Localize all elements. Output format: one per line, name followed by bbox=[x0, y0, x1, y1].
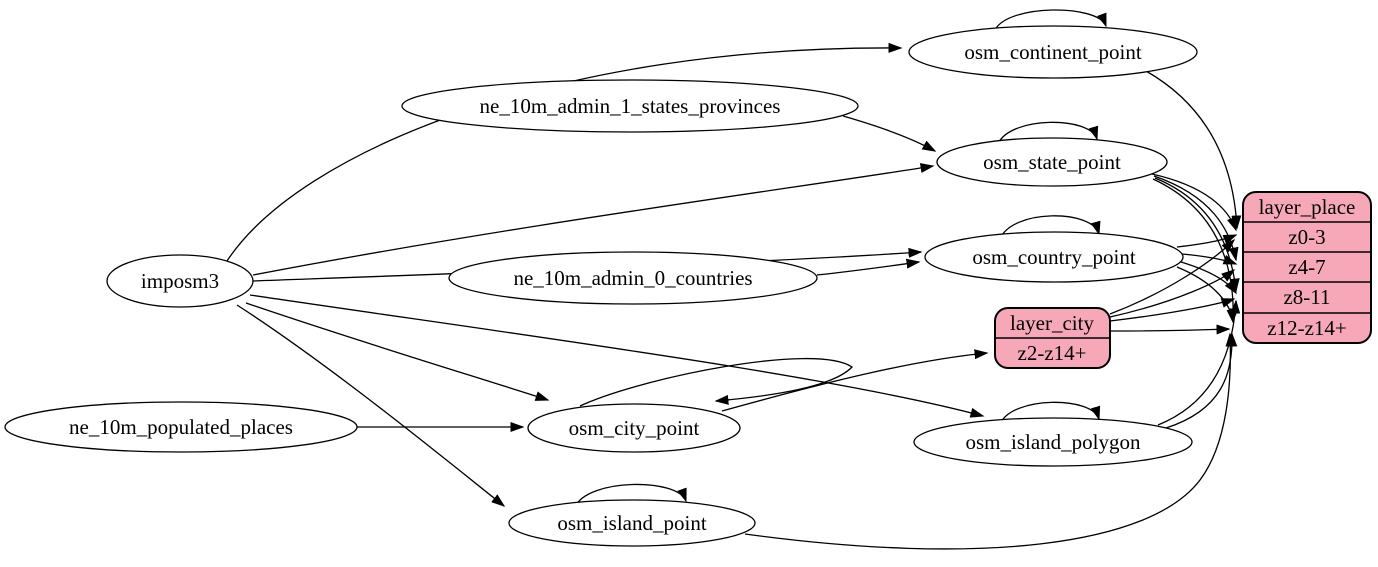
node-ne_10m_admin_0_countries: ne_10m_admin_0_countries bbox=[448, 251, 818, 305]
edge-osm_continent_point-to-layer_place-z0-3 bbox=[1145, 70, 1242, 230]
record-layer_place-row-z12-z14: z12-z14+ bbox=[1267, 316, 1346, 340]
node-osm_island_polygon-label: osm_island_polygon bbox=[965, 430, 1141, 454]
edge-osm_country_point-to-layer_place-z0-3 bbox=[1176, 234, 1238, 248]
edge-osm_state_point-to-layer_place-z0-3 bbox=[1151, 173, 1237, 232]
node-ne_10m_populated_places: ne_10m_populated_places bbox=[4, 401, 358, 453]
self-loop-osm_city_point bbox=[579, 357, 854, 407]
record-layer_place-row-z8-11: z8-11 bbox=[1283, 285, 1330, 309]
node-imposm3: imposm3 bbox=[106, 254, 254, 308]
node-ne_10m_admin_1_states_provinces: ne_10m_admin_1_states_provinces bbox=[401, 79, 859, 133]
node-osm_city_point-shape bbox=[527, 403, 741, 453]
edge-layer bbox=[226, 9, 1242, 550]
node-osm_state_point-shape bbox=[936, 137, 1168, 187]
edge-imposm3-to-osm_state_point bbox=[252, 163, 935, 276]
node-osm_island_point: osm_island_point bbox=[508, 499, 756, 547]
edge-layer_city-to-layer_place-z12-z14 bbox=[1109, 324, 1231, 335]
node-osm_state_point: osm_state_point bbox=[936, 137, 1168, 187]
record-layer_city-title: layer_city bbox=[1010, 311, 1094, 335]
node-osm_country_point-shape bbox=[924, 231, 1184, 283]
edge-osm_island_point-to-layer_place-z12-z14 bbox=[744, 332, 1236, 550]
record-layer_city: layer_city z2-z14+ bbox=[994, 307, 1111, 369]
self-loop-osm_island_polygon bbox=[999, 401, 1101, 425]
node-osm_city_point-label: osm_city_point bbox=[569, 416, 700, 440]
edge-osm_country_point-to-layer_place-z12-z14 bbox=[1176, 266, 1237, 324]
edge-ne_10m_admin_0_countries-to-osm_country_point bbox=[816, 258, 921, 276]
node-ne_10m_admin_1_states_provinces-shape bbox=[401, 79, 859, 133]
self-loop-osm_island_point bbox=[574, 483, 687, 508]
record-layer_city-row-z2-z14: z2-z14+ bbox=[1018, 341, 1087, 365]
edge-osm_state_point-to-layer_place-z8-11 bbox=[1154, 177, 1240, 293]
node-osm_state_point-label: osm_state_point bbox=[983, 150, 1121, 174]
edge-layer_city-to-layer_place-z8-11 bbox=[1109, 298, 1236, 322]
node-imposm3-label: imposm3 bbox=[141, 269, 219, 293]
node-ne_10m_admin_0_countries-shape bbox=[448, 251, 818, 305]
record-layer_place-box bbox=[1242, 191, 1372, 344]
self-loop-osm_country_point bbox=[999, 215, 1101, 240]
edge-osm_island_polygon-to-layer_place-z12-z14 bbox=[1165, 332, 1238, 429]
edge-imposm3-to-osm_island_point bbox=[236, 304, 506, 507]
node-osm_island_polygon: osm_island_polygon bbox=[913, 417, 1193, 467]
edge-osm_city_point-to-layer_city-z2-z14 bbox=[721, 349, 989, 412]
edge-imposm3-to-osm_city_point bbox=[245, 302, 550, 401]
edge-osm_island_polygon-to-layer_place-z8-11 bbox=[1157, 299, 1241, 426]
node-ne_10m_admin_0_countries-label: ne_10m_admin_0_countries bbox=[513, 266, 752, 290]
record-layer_place-row-z0-3: z0-3 bbox=[1288, 225, 1325, 249]
node-osm_continent_point-label: osm_continent_point bbox=[964, 40, 1141, 64]
node-ne_10m_admin_1_states_provinces-label: ne_10m_admin_1_states_provinces bbox=[480, 94, 781, 118]
node-osm_continent_point-shape bbox=[908, 25, 1198, 79]
node-ne_10m_populated_places-label: ne_10m_populated_places bbox=[69, 415, 293, 439]
edge-imposm3-to-osm_continent_point bbox=[226, 42, 903, 262]
node-osm_continent_point: osm_continent_point bbox=[908, 25, 1198, 79]
edge-osm_country_point-to-layer_place-z4-7 bbox=[1181, 253, 1238, 265]
record-layer_place-row-z4-7: z4-7 bbox=[1288, 255, 1325, 279]
record-layer_place-title: layer_place bbox=[1259, 195, 1356, 219]
node-osm_city_point: osm_city_point bbox=[527, 403, 741, 453]
edge-osm_country_point-to-layer_place-z8-11 bbox=[1180, 261, 1237, 295]
record-layer_place: layer_place z0-3 z4-7 z8-11 z12-z14+ bbox=[1242, 191, 1372, 344]
self-loop-osm_state_point bbox=[997, 121, 1099, 145]
edge-ne_10m_admin_1_states_provinces-to-osm_state_point bbox=[842, 115, 937, 152]
node-osm_island_point-shape bbox=[508, 499, 756, 547]
edge-imposm3-to-osm_island_polygon bbox=[249, 294, 985, 418]
node-ne_10m_populated_places-shape bbox=[4, 401, 358, 453]
node-osm_island_polygon-shape bbox=[913, 417, 1193, 467]
node-osm_country_point-label: osm_country_point bbox=[972, 245, 1135, 269]
node-osm_country_point: osm_country_point bbox=[924, 231, 1184, 283]
node-imposm3-shape bbox=[106, 254, 254, 308]
self-loop-osm_continent_point bbox=[994, 9, 1107, 31]
edge-layer_city-to-layer_place-z4-7 bbox=[1109, 269, 1236, 318]
node-osm_island_point-label: osm_island_point bbox=[557, 511, 707, 535]
edge-layer_city-to-layer_place-z0-3 bbox=[1109, 238, 1236, 315]
